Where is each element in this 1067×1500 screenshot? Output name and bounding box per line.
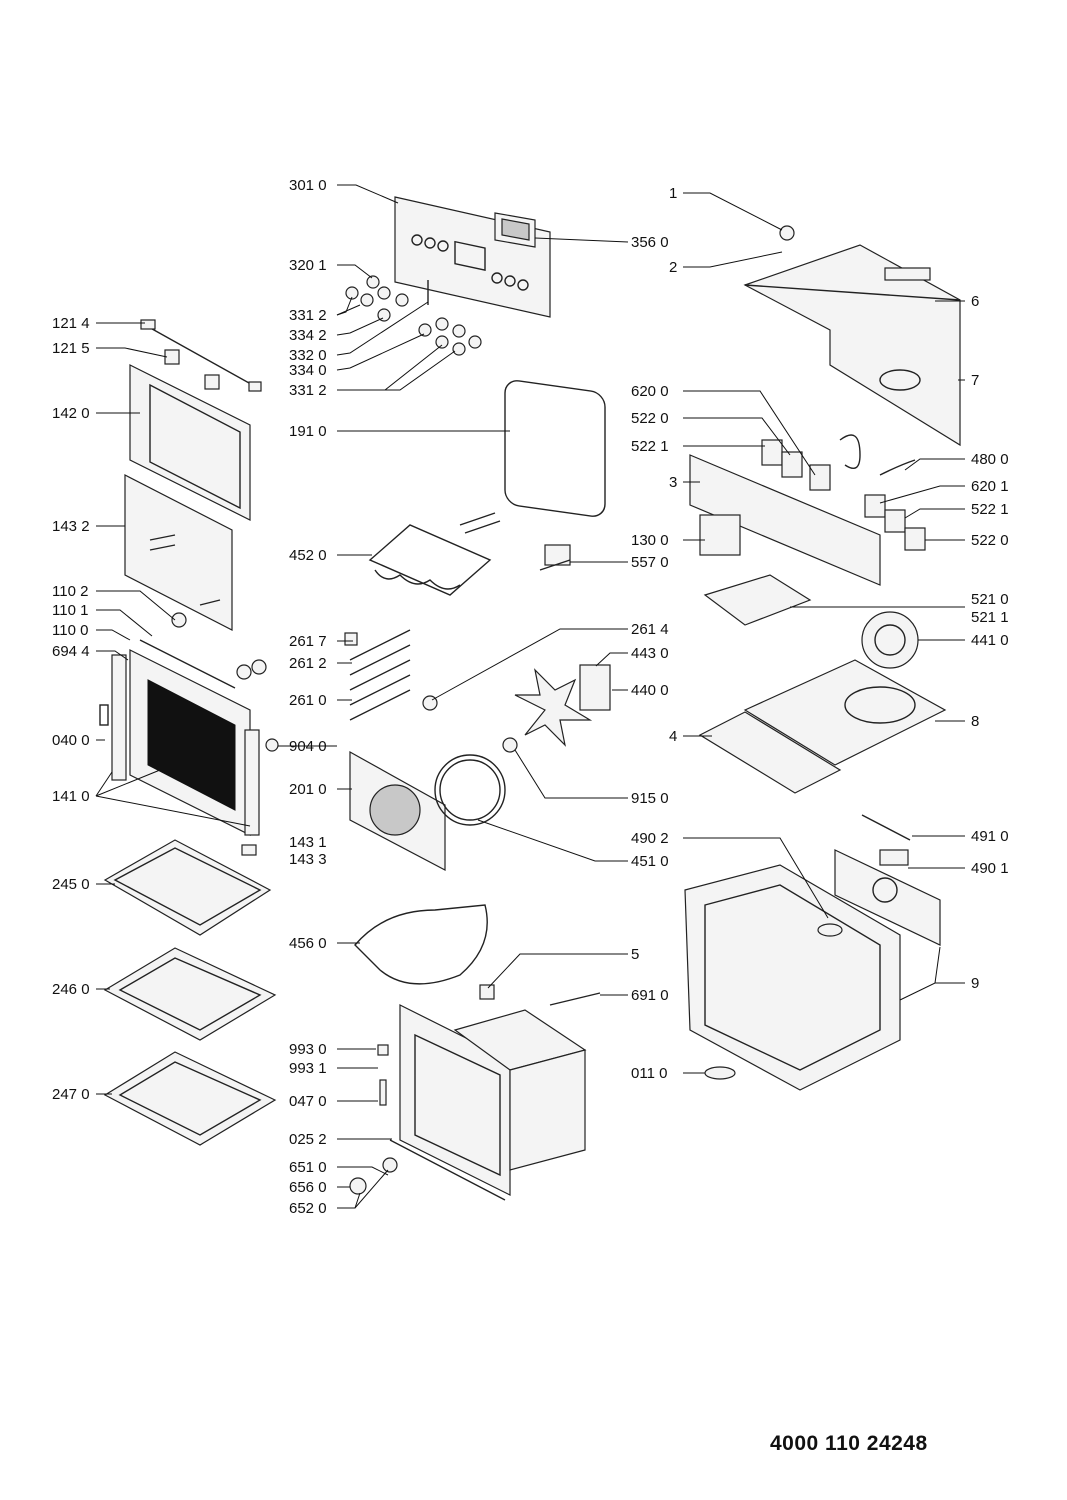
- door-outer-part: [99, 612, 279, 856]
- leader-lines: [95, 184, 965, 1209]
- part-label: 110 0: [52, 622, 88, 639]
- part-label: 261 2: [289, 655, 327, 672]
- part-label: 334 2: [289, 327, 327, 344]
- part-label: 557 0: [631, 554, 669, 571]
- housing-part: [684, 849, 941, 1091]
- part-label: 443 0: [631, 645, 669, 662]
- electronic-module-part: [703, 574, 812, 626]
- part-label: 331 2: [289, 382, 327, 399]
- motor-part: [861, 611, 919, 669]
- part-label: 620 1: [971, 478, 1009, 495]
- part-label: 261 0: [289, 692, 327, 709]
- part-label: 8: [971, 713, 979, 730]
- part-label: 047 0: [289, 1093, 327, 1110]
- tray-parts: [103, 839, 277, 1146]
- part-label: 142 0: [52, 405, 90, 422]
- part-label: 011 0: [631, 1065, 667, 1082]
- part-label: 993 1: [289, 1060, 327, 1077]
- part-label: 451 0: [631, 853, 669, 870]
- control-bracket-part: [689, 434, 926, 586]
- part-label: 456 0: [289, 935, 327, 952]
- part-label: 915 0: [631, 790, 669, 807]
- part-label: 261 4: [631, 621, 669, 638]
- part-label: 110 1: [52, 602, 88, 619]
- part-label: 130 0: [631, 532, 669, 549]
- part-label: 993 0: [289, 1041, 327, 1058]
- part-label: 691 0: [631, 987, 669, 1004]
- terminal-parts: [861, 814, 911, 866]
- part-label: 040 0: [52, 732, 90, 749]
- door-glass-parts: [124, 364, 251, 631]
- rear-panel-part: [349, 750, 506, 871]
- part-label: 332 0: [289, 347, 327, 364]
- part-label: 3: [669, 474, 677, 491]
- part-label: 620 0: [631, 383, 669, 400]
- part-label: 480 0: [971, 451, 1009, 468]
- part-label: 522 1: [971, 501, 1009, 518]
- part-label: 110 2: [52, 583, 88, 600]
- display-frame-part: [494, 212, 536, 248]
- part-label: 320 1: [289, 257, 327, 274]
- control-panel-part: [394, 196, 551, 318]
- part-label: 522 0: [971, 532, 1009, 549]
- knob-parts: [345, 275, 482, 356]
- part-label: 201 0: [289, 781, 327, 798]
- part-label: 141 0: [52, 788, 90, 805]
- part-label: 356 0: [631, 234, 669, 251]
- bottom-element-part: [354, 904, 488, 985]
- part-label: 246 0: [52, 981, 90, 998]
- part-label: 904 0: [289, 738, 327, 755]
- part-label: 261 7: [289, 633, 327, 650]
- door-handle-part: [140, 319, 262, 392]
- part-label: 143 3: [289, 851, 327, 868]
- part-label: 694 4: [52, 643, 90, 660]
- part-label: 121 5: [52, 340, 90, 357]
- part-label: 656 0: [289, 1179, 327, 1196]
- part-label: 440 0: [631, 682, 669, 699]
- part-label: 522 1: [631, 438, 669, 455]
- part-label: 452 0: [289, 547, 327, 564]
- part-label: 7: [971, 372, 979, 389]
- part-label: 143 2: [52, 518, 90, 535]
- part-label: 191 0: [289, 423, 327, 440]
- part-label: 522 0: [631, 410, 669, 427]
- part-label: 521 0: [971, 591, 1009, 608]
- oven-cavity-part: [349, 984, 601, 1201]
- document-number: 4000 110 24248: [770, 1432, 928, 1455]
- part-label: 651 0: [289, 1159, 327, 1176]
- part-label: 6: [971, 293, 979, 310]
- part-label: 334 0: [289, 362, 327, 379]
- part-label: 490 1: [971, 860, 1009, 877]
- part-label: 331 2: [289, 307, 327, 324]
- part-label: 121 4: [52, 315, 90, 332]
- thermostat-part: [539, 544, 571, 571]
- part-label: 521 1: [971, 609, 1009, 626]
- fan-assembly-part: [422, 664, 611, 753]
- part-label: 491 0: [971, 828, 1009, 845]
- part-label: 301 0: [289, 177, 327, 194]
- part-label: 5: [631, 946, 639, 963]
- part-label: 652 0: [289, 1200, 327, 1217]
- door-gasket-part: [504, 380, 606, 517]
- part-label: 247 0: [52, 1086, 90, 1103]
- part-label: 9: [971, 975, 979, 992]
- part-labels: 301 0 356 0 320 1 331 2 334 2 332 0 334 …: [52, 177, 1009, 1217]
- part-label: 2: [669, 259, 677, 276]
- shelf-rack-part: [344, 629, 411, 721]
- part-label: 1: [669, 185, 677, 202]
- base-plate-part: [698, 659, 947, 794]
- part-label: 025 2: [289, 1131, 327, 1148]
- part-label: 143 1: [289, 834, 327, 851]
- part-label: 441 0: [971, 632, 1009, 649]
- part-label: 490 2: [631, 830, 669, 847]
- grill-element-part: [368, 512, 501, 596]
- part-label: 4: [669, 728, 677, 745]
- top-cover-part: [743, 225, 961, 447]
- part-label: 245 0: [52, 876, 90, 893]
